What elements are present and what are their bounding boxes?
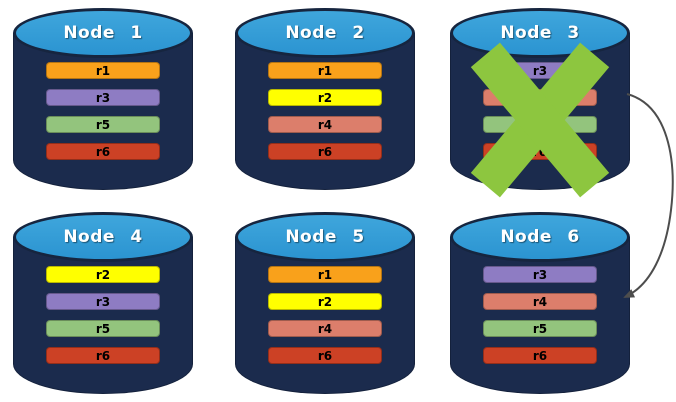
replica-list: r1 r2 r4 r6 — [268, 62, 382, 170]
replica-bar-r5: r5 — [483, 320, 597, 337]
cylinder-body — [13, 33, 193, 190]
replica-bar-r6: r6 — [46, 347, 160, 364]
replica-label: r3 — [532, 267, 548, 282]
replica-label: r6 — [95, 348, 111, 363]
replica-list: r3 r4 r5 r6 — [483, 266, 597, 374]
replica-bar-r1: r1 — [46, 62, 160, 79]
replica-label: r2 — [317, 294, 333, 309]
replica-list: r2 r3 r5 r6 — [46, 266, 160, 374]
replica-label: r3 — [532, 63, 548, 78]
replica-bar-r5: r5 — [46, 320, 160, 337]
cylinder-body — [450, 237, 630, 394]
replica-bar-r6: r6 — [46, 143, 160, 160]
failure-x-mark — [450, 8, 630, 198]
replica-label: r3 — [95, 294, 111, 309]
replica-label: r6 — [532, 348, 548, 363]
cylinder-top: Node 3 — [450, 8, 630, 58]
replica-label: r5 — [95, 117, 111, 132]
replica-label: r6 — [317, 144, 333, 159]
cylinder-body — [235, 237, 415, 394]
replica-bar-r6: r6 — [268, 347, 382, 364]
failover-arrow-path — [623, 93, 674, 298]
replica-label: r5 — [532, 321, 548, 336]
node-4: Node 4 r2 r3 r5 r6 — [13, 212, 193, 394]
replica-bar-r5: r5 — [46, 116, 160, 133]
cylinder-body — [13, 237, 193, 394]
cylinder-top: Node 1 — [13, 8, 193, 58]
replica-label: r3 — [95, 90, 111, 105]
node-title: Node 2 — [285, 23, 365, 43]
replica-bar-r4: r4 — [483, 293, 597, 310]
replica-bar-r1: r1 — [268, 62, 382, 79]
replica-label: r4 — [532, 294, 548, 309]
replica-bar-r6: r6 — [483, 347, 597, 364]
cylinder-top: Node 6 — [450, 212, 630, 262]
node-6: Node 6 r3 r4 r5 r6 — [450, 212, 630, 394]
replica-label: r2 — [95, 267, 111, 282]
replica-label: r1 — [317, 63, 333, 78]
replica-list: r1 r2 r4 r6 — [268, 266, 382, 374]
node-title: Node 5 — [285, 227, 365, 247]
replica-list: r1 r3 r5 r6 — [46, 62, 160, 170]
replica-bar-r3: r3 — [46, 89, 160, 106]
replica-label: r1 — [95, 63, 111, 78]
cylinder-top: Node 5 — [235, 212, 415, 262]
node-1: Node 1 r1 r3 r5 r6 — [13, 8, 193, 190]
replica-bar-r2: r2 — [46, 266, 160, 283]
node-title: Node 4 — [63, 227, 143, 247]
node-title: Node 6 — [500, 227, 580, 247]
node-title: Node 1 — [63, 23, 143, 43]
replica-label: r4 — [317, 117, 333, 132]
replica-bar-r3: r3 — [46, 293, 160, 310]
node-title: Node 3 — [500, 23, 580, 43]
replica-bar-r1: r1 — [268, 266, 382, 283]
replica-label: r2 — [317, 90, 333, 105]
replica-bar-r4: r4 — [268, 320, 382, 337]
replica-label: r1 — [317, 267, 333, 282]
replica-label: r6 — [317, 348, 333, 363]
replica-bar-r3: r3 — [483, 266, 597, 283]
cylinder-top: Node 2 — [235, 8, 415, 58]
node-3: Node 3r3r4r5r6 — [450, 8, 630, 198]
replica-bar-r2: r2 — [268, 89, 382, 106]
replica-bar-r2: r2 — [268, 293, 382, 310]
replica-label: r6 — [95, 144, 111, 159]
cylinder-body — [235, 33, 415, 190]
replica-bar-r6: r6 — [268, 143, 382, 160]
cylinder-top: Node 4 — [13, 212, 193, 262]
replica-bar-r4: r4 — [268, 116, 382, 133]
node-2: Node 2 r1 r2 r4 r6 — [235, 8, 415, 190]
node-5: Node 5 r1 r2 r4 r6 — [235, 212, 415, 394]
replica-label: r4 — [317, 321, 333, 336]
replica-label: r5 — [95, 321, 111, 336]
